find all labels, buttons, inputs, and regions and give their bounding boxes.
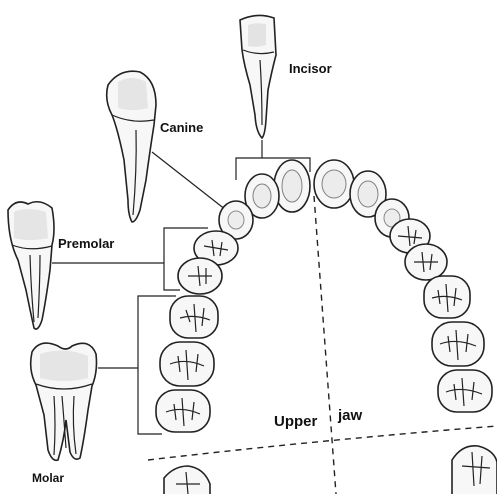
jaw-separator-line xyxy=(148,426,497,460)
canine-illustration xyxy=(107,71,156,222)
upper-jaw-arch xyxy=(156,160,492,432)
midline xyxy=(314,196,336,494)
jaw-label: jaw xyxy=(337,407,363,424)
canine-label: Canine xyxy=(160,120,203,135)
premolar-illustration xyxy=(8,202,54,329)
incisor-label: Incisor xyxy=(289,61,332,76)
incisor-illustration xyxy=(240,15,276,138)
upper-label: Upper xyxy=(274,413,318,430)
tooth-molar-right-3 xyxy=(438,370,492,412)
molar-label: Molar xyxy=(32,471,64,485)
premolar-label: Premolar xyxy=(58,236,114,251)
molar-illustration xyxy=(31,343,97,460)
